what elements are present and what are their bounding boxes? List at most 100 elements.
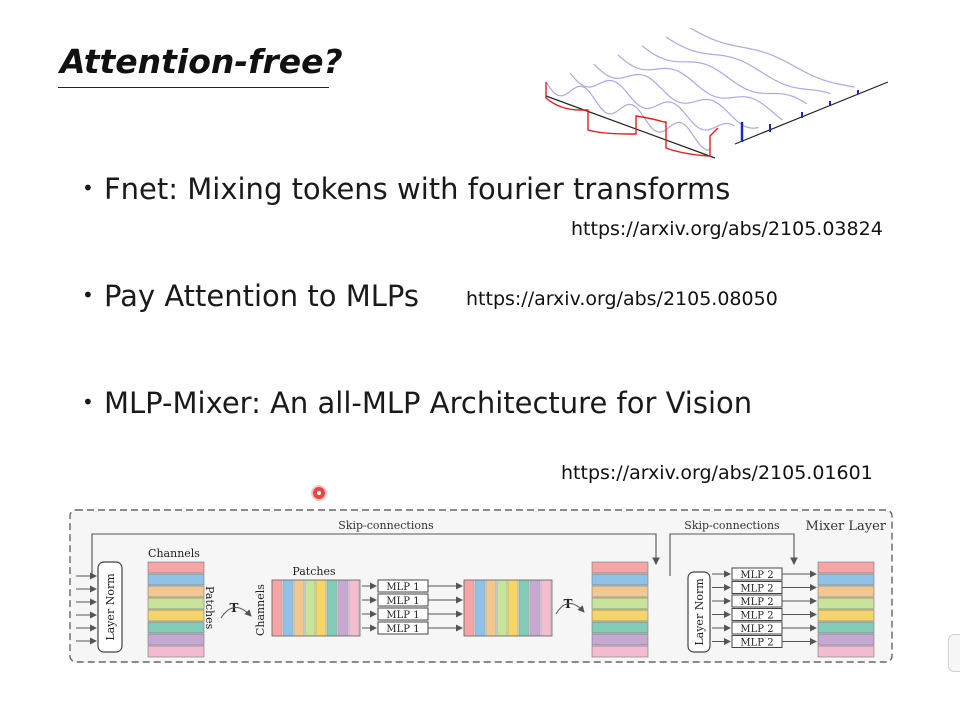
token-row	[817, 561, 875, 574]
mlp-mixer-diagram: Mixer Layer Skip-connections Skip-connec…	[69, 509, 893, 663]
skip-label-left: Skip-connections	[338, 519, 434, 532]
token-rows-input	[147, 561, 205, 658]
token-row	[817, 621, 875, 634]
patch-column	[474, 579, 486, 637]
block-outline	[463, 579, 553, 637]
channels-label-vertical: Channels	[254, 584, 267, 636]
mlp-label: MLP 2	[740, 570, 773, 581]
bullet-fnet: • Fnet: Mixing tokens with fourier transf…	[82, 172, 730, 206]
link-mlp-mixer[interactable]: https://arxiv.org/abs/2105.01601	[561, 462, 873, 484]
bullet-mlp-mixer: •MLP-Mixer: An all-MLP Architecture for …	[82, 386, 752, 420]
frequency-axis	[734, 81, 889, 145]
patch-column	[529, 579, 541, 637]
mlp-label: MLP 2	[740, 597, 773, 608]
token-row	[147, 621, 205, 634]
token-row	[147, 561, 205, 574]
token-row	[817, 609, 875, 622]
patches-label-vertical: Patches	[203, 586, 216, 630]
patch-column	[315, 579, 327, 637]
sine-wave	[689, 27, 855, 88]
patch-column	[326, 579, 338, 637]
bullet-gmlp: • Pay Attention to MLPs	[82, 279, 419, 313]
token-row	[591, 621, 649, 634]
token-row	[147, 573, 205, 586]
bullet-text: Fnet: Mixing tokens with fourier transfo…	[104, 172, 731, 206]
token-row	[591, 633, 649, 646]
link-gmlp[interactable]: https://arxiv.org/abs/2105.08050	[466, 288, 778, 310]
token-row	[591, 573, 649, 586]
frequency-spikes	[740, 90, 859, 142]
channels-label: Channels	[148, 547, 200, 560]
patch-column	[271, 579, 283, 637]
transpose-arrow-2	[555, 603, 585, 615]
mixer-layer-label: Mixer Layer	[806, 519, 887, 534]
input-arrows	[76, 572, 97, 645]
layer-norm-box-1	[97, 561, 123, 653]
sine-wave	[545, 81, 711, 151]
token-row	[591, 561, 649, 574]
mlp-label: MLP 1	[386, 596, 419, 607]
patch-column	[463, 579, 475, 637]
mlp-label: MLP 2	[740, 638, 773, 649]
transposed-block-1	[271, 579, 361, 637]
layer-norm-box-2	[687, 571, 711, 653]
patch-column	[518, 579, 530, 637]
token-row	[591, 585, 649, 598]
token-row	[147, 633, 205, 646]
token-row	[591, 645, 649, 658]
block-outline	[271, 579, 361, 637]
patch-column	[337, 579, 349, 637]
mlp-label: MLP 1	[386, 624, 419, 635]
patches-label: Patches	[292, 565, 336, 578]
bullet-dot: •	[82, 176, 94, 200]
side-panel-tab[interactable]	[948, 634, 960, 672]
bullet-text: Pay Attention to MLPs	[104, 279, 419, 313]
patch-column	[282, 579, 294, 637]
sine-wave	[593, 63, 759, 129]
mlp-label: MLP 1	[386, 582, 419, 593]
token-row	[817, 573, 875, 586]
layer-norm-label-1: Layer Norm	[104, 573, 117, 641]
patch-column	[304, 579, 316, 637]
title-underline	[58, 87, 329, 88]
sine-wave	[641, 45, 807, 105]
token-row	[817, 645, 875, 658]
fourier-transform-illustration	[545, 27, 889, 159]
token-row	[591, 597, 649, 610]
transposed-block-2	[463, 579, 553, 637]
link-fnet[interactable]: https://arxiv.org/abs/2105.03824	[571, 218, 883, 240]
token-row	[147, 645, 205, 658]
sine-wave	[569, 72, 735, 131]
time-axis	[545, 95, 716, 159]
token-row	[591, 609, 649, 622]
patch-column	[507, 579, 519, 637]
sine-wave	[665, 36, 831, 95]
pointer-cursor	[313, 487, 325, 499]
patch-column	[496, 579, 508, 637]
square-wave	[545, 82, 719, 157]
sine-wave	[617, 54, 783, 121]
token-row	[817, 633, 875, 646]
skip-connection-right	[669, 533, 798, 576]
token-row	[817, 597, 875, 610]
token-row	[817, 585, 875, 598]
skip-connection-left	[91, 533, 660, 576]
token-row	[147, 585, 205, 598]
bullet-dot: •	[82, 283, 94, 307]
patch-column	[348, 579, 360, 637]
token-rows-middle	[591, 561, 649, 658]
mlp1-group: MLP 1 MLP 1 MLP 1 MLP 1	[362, 579, 463, 635]
layer-norm-label-2: Layer Norm	[693, 578, 706, 646]
token-rows-output	[817, 561, 875, 658]
token-row	[147, 597, 205, 610]
mlp-label: MLP 1	[386, 610, 419, 621]
skip-label-right: Skip-connections	[684, 519, 780, 532]
token-row	[147, 609, 205, 622]
patch-column	[485, 579, 497, 637]
mlp-label: MLP 2	[740, 611, 773, 622]
mlp-label: MLP 2	[740, 584, 773, 595]
bullet-dot: •	[82, 390, 94, 414]
patch-column	[293, 579, 305, 637]
patch-column	[540, 579, 552, 637]
sine-waves	[545, 27, 855, 151]
